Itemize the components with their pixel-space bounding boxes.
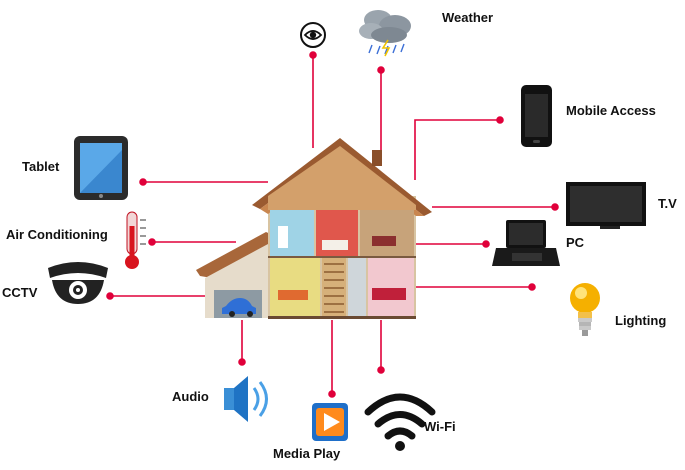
room-bedroom-pink (368, 258, 414, 316)
room-bathroom (270, 210, 314, 256)
label-media-play: Media Play (273, 446, 341, 461)
security-camera-icon (48, 262, 108, 304)
speaker-icon (224, 376, 268, 422)
label-tv: T.V (658, 196, 677, 211)
storm-cloud-icon (359, 10, 411, 57)
connector-wifi (377, 320, 385, 374)
thermometer-icon (125, 211, 146, 269)
connector-cctv (106, 292, 210, 300)
label-air-conditioning: Air Conditioning (6, 227, 108, 242)
label-cctv: CCTV (2, 285, 38, 300)
laptop-icon (492, 220, 560, 266)
connector-pc (416, 240, 490, 248)
connector-tv (432, 203, 559, 211)
room-study (360, 210, 414, 256)
room-kitchen (348, 258, 366, 316)
tablet-icon (74, 136, 128, 200)
label-weather: Weather (442, 10, 494, 25)
car-icon (222, 298, 256, 314)
room-living (270, 258, 320, 316)
connector-mobile (414, 116, 504, 180)
smartphone-icon (521, 85, 552, 147)
connector-weather (377, 66, 385, 160)
connector-audio (238, 320, 246, 366)
connector-ac (148, 238, 236, 246)
connector-lighting (416, 283, 536, 291)
label-pc: PC (566, 235, 585, 250)
label-lighting: Lighting (615, 313, 667, 328)
room-stairs (322, 258, 346, 316)
house-illustration (196, 138, 432, 319)
television-icon (566, 182, 646, 229)
label-mobile-access: Mobile Access (566, 103, 656, 118)
connector-tablet (139, 178, 268, 186)
label-tablet: Tablet (22, 159, 60, 174)
label-wifi: Wi-Fi (424, 419, 456, 434)
wifi-icon (364, 393, 436, 451)
light-bulb-icon (570, 283, 600, 336)
label-audio: Audio (172, 389, 209, 404)
eye-icon (300, 22, 326, 48)
media-player-icon (312, 403, 348, 441)
connector-media (328, 320, 336, 398)
connector-eye (309, 51, 317, 148)
